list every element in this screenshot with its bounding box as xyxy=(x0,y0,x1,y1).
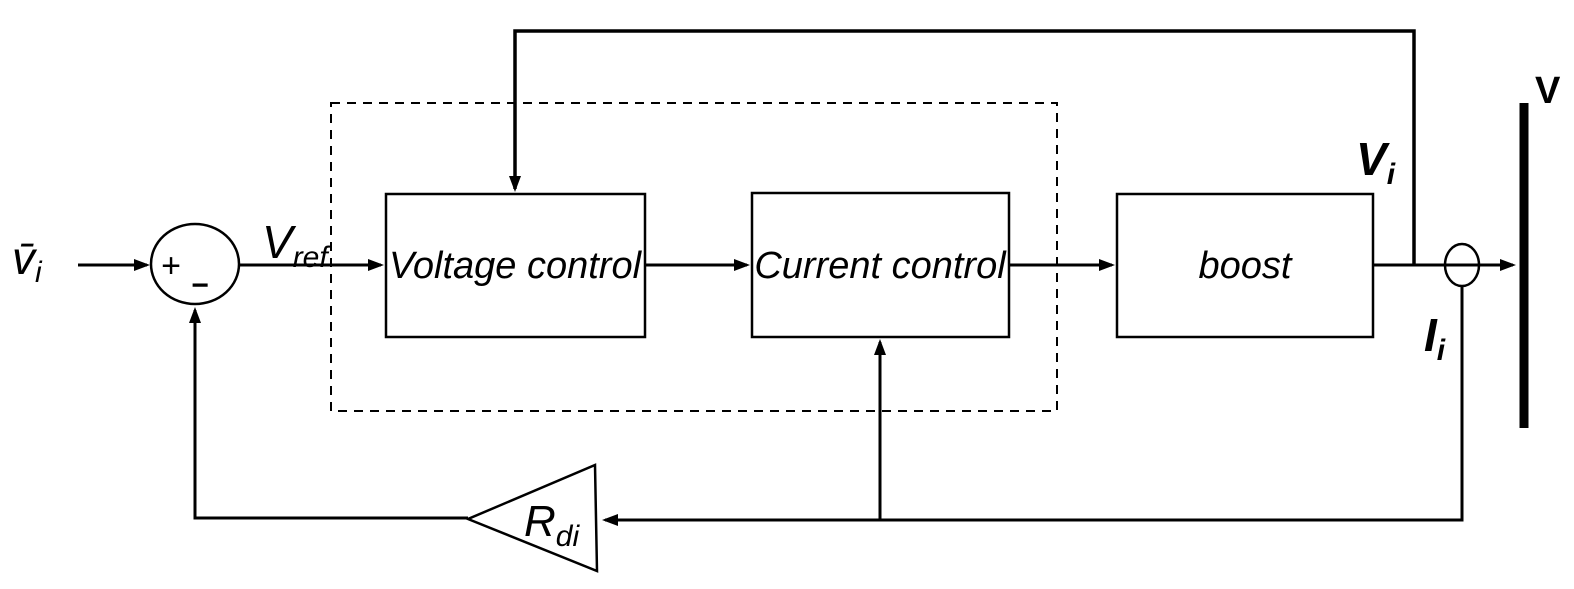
voltage-feedback-line xyxy=(509,29,1416,265)
ii-label: Ii xyxy=(1424,309,1446,367)
plus-sign: + xyxy=(161,247,181,285)
current-sensor xyxy=(1443,242,1481,288)
bus-voltage-label: V xyxy=(1535,70,1561,112)
minus-sign: − xyxy=(191,269,209,302)
current-control-label: Current control xyxy=(754,245,1007,287)
voltage-control-label: Voltage control xyxy=(389,245,643,287)
gain-triangle xyxy=(464,463,599,573)
vref-label: Vref xyxy=(262,216,330,274)
current-sense-line xyxy=(602,286,1464,526)
controller-dashed-box xyxy=(330,102,1058,412)
gain-label: Rdi xyxy=(524,497,580,553)
boost-block xyxy=(1115,192,1375,339)
voltage-control-block xyxy=(384,192,647,339)
summing-junction xyxy=(149,222,241,306)
input-voltage-label: v̄i xyxy=(12,232,43,289)
vi-label: Vi xyxy=(1356,133,1396,191)
current-control-block xyxy=(750,191,1011,339)
boost-label: boost xyxy=(1199,245,1293,287)
gain-output-line xyxy=(189,307,468,520)
